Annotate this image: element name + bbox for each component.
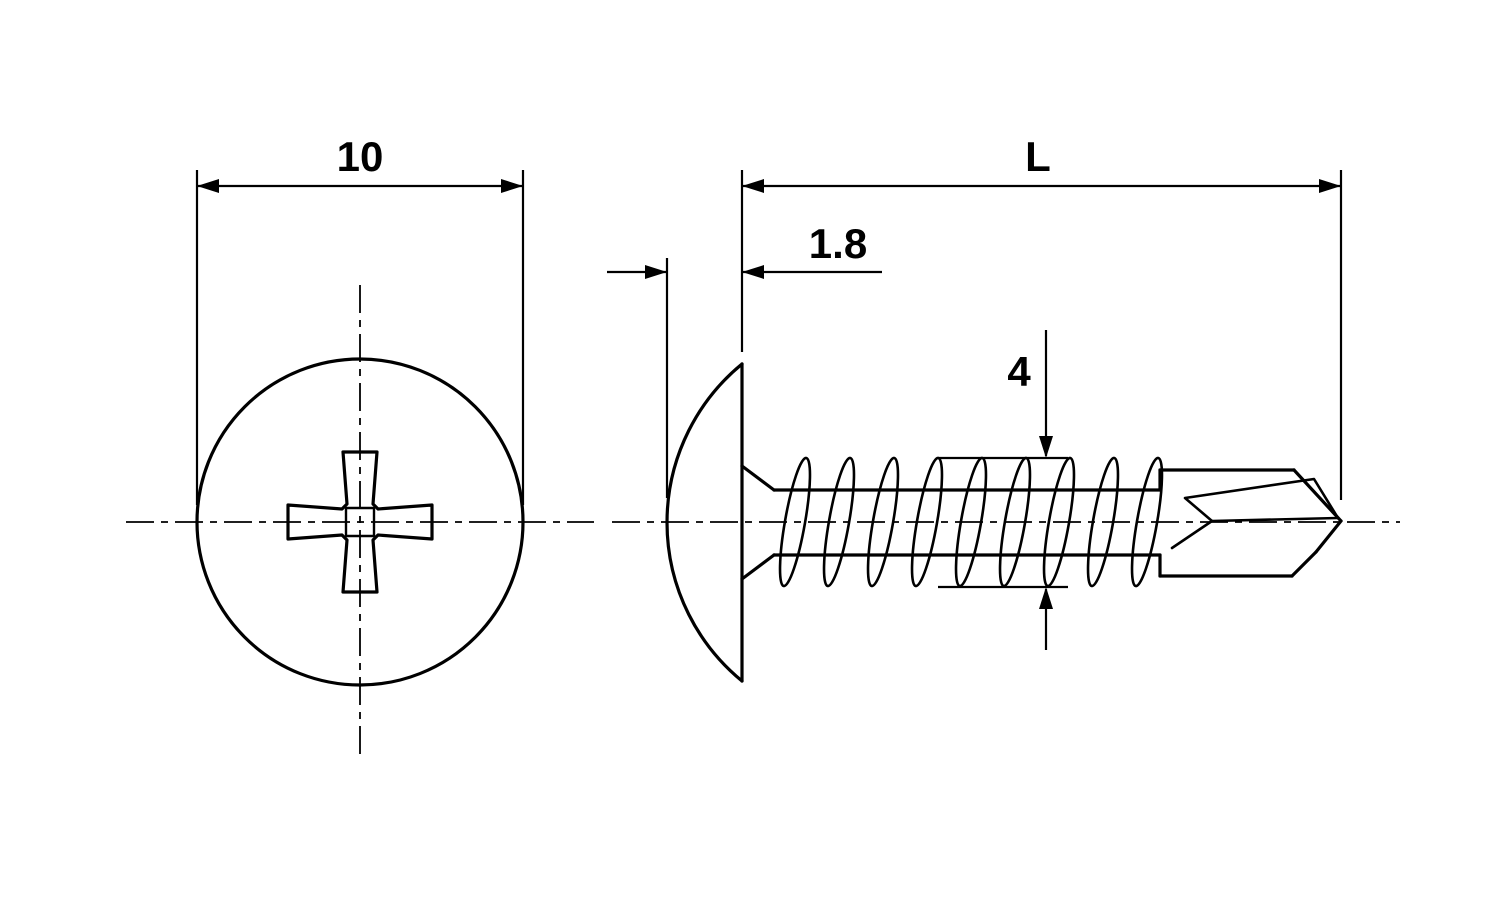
side-view bbox=[612, 362, 1400, 683]
thread-turns bbox=[778, 456, 1164, 588]
drill-tip-lower-edge bbox=[1290, 550, 1318, 578]
thread-turn bbox=[778, 456, 812, 588]
thread-turn bbox=[1086, 456, 1120, 588]
dimension-head-diameter: 10 bbox=[195, 133, 525, 505]
neck-cone-top bbox=[740, 464, 776, 492]
drill-point bbox=[1158, 468, 1343, 578]
head-circle-outline bbox=[195, 357, 525, 687]
drill-tip-cutting-edge bbox=[1314, 519, 1343, 554]
thread-turn bbox=[1130, 456, 1164, 588]
dimension-head-height: 1.8 bbox=[607, 220, 882, 498]
thread-turn bbox=[866, 456, 900, 588]
head-diameter-label: 10 bbox=[337, 133, 384, 180]
phillips-recess-outline bbox=[286, 450, 434, 594]
drill-flute-face bbox=[1183, 477, 1340, 523]
neck-cone-bottom bbox=[740, 553, 776, 581]
overall-length-arrow-left bbox=[742, 179, 764, 193]
thread-diameter-arrow-top bbox=[1039, 436, 1053, 458]
thread-diameter-arrow-bottom bbox=[1039, 587, 1053, 609]
thread-diameter-label: 4 bbox=[1007, 348, 1031, 395]
overall-length-arrow-right bbox=[1319, 179, 1341, 193]
head-height-arrow-right bbox=[742, 265, 764, 279]
dimension-thread-diameter: 4 bbox=[938, 330, 1068, 650]
drill-flute-tail bbox=[1170, 519, 1214, 550]
head-diameter-arrow-left bbox=[197, 179, 219, 193]
front-view bbox=[126, 285, 594, 760]
dimension-overall-length: L bbox=[740, 133, 1343, 500]
overall-length-label: L bbox=[1025, 133, 1051, 180]
phillips-recess-center-square bbox=[344, 506, 376, 538]
thread-turn bbox=[822, 456, 856, 588]
head-dome-arc bbox=[665, 362, 744, 683]
head-height-arrow-left bbox=[645, 265, 667, 279]
head-height-label: 1.8 bbox=[809, 220, 867, 267]
head-diameter-arrow-right bbox=[501, 179, 523, 193]
